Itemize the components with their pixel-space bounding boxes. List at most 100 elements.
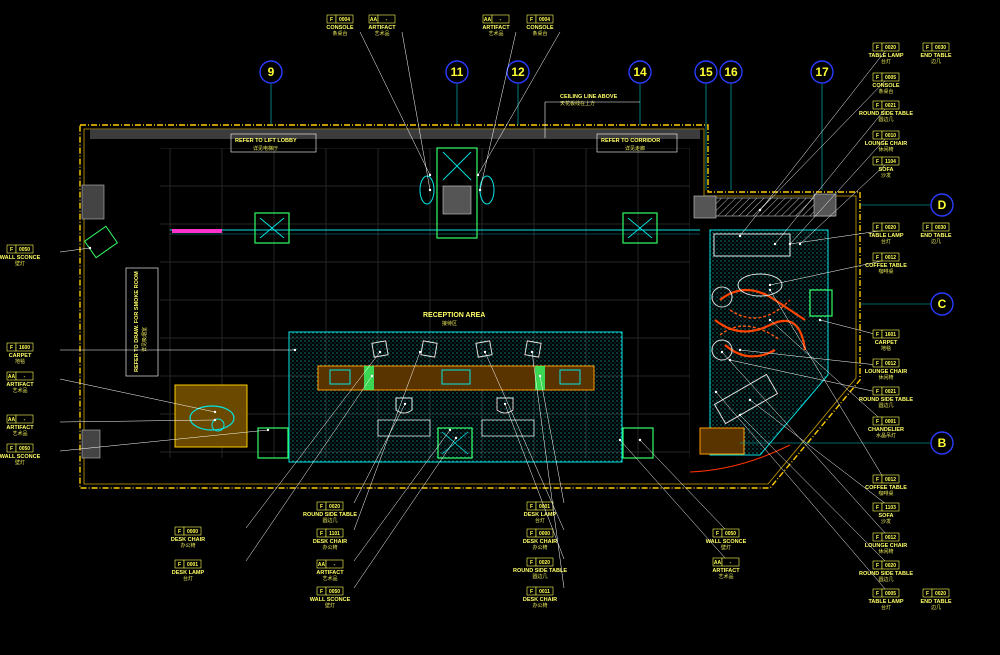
callout-label-cn: 圆边几 bbox=[878, 116, 893, 123]
center-console-core bbox=[442, 185, 472, 215]
grid-col-label: 17 bbox=[815, 65, 829, 79]
grid-row-label: D bbox=[938, 198, 947, 212]
callout-tag-type: F bbox=[876, 563, 879, 569]
lift-lobby-label: REFER TO LIFT LOBBY bbox=[235, 138, 297, 144]
grid-lines bbox=[270, 84, 930, 444]
desk-accent-1 bbox=[364, 366, 374, 390]
leader-line bbox=[504, 403, 565, 560]
callout-label-2: END TABLE bbox=[920, 233, 951, 239]
left-column bbox=[81, 184, 105, 220]
leader-dot bbox=[738, 348, 742, 352]
callout-tag-type: F bbox=[876, 591, 879, 597]
callout-label-cn: 办公椅 bbox=[322, 544, 337, 551]
callout-tag-code: 1101 bbox=[329, 531, 340, 537]
leader-dot bbox=[378, 350, 382, 354]
leader-dot bbox=[714, 390, 718, 394]
leader-line bbox=[477, 31, 561, 176]
callout-tag-code: 0012 bbox=[885, 477, 896, 483]
leader-dot bbox=[768, 288, 772, 292]
leader-line bbox=[749, 399, 887, 505]
callout-label: TABLE LAMP bbox=[868, 53, 903, 59]
leader-dot bbox=[448, 428, 452, 432]
callout-label: DESK CHAIR bbox=[171, 537, 205, 543]
corridor-cn: 详见走廊 bbox=[625, 145, 645, 152]
ceiling-label-cn: 天花板线在上方 bbox=[560, 100, 595, 107]
callout-label: TABLE LAMP bbox=[868, 233, 903, 239]
callout-tag-code: 0020 bbox=[935, 591, 946, 597]
callout-tag-type: F bbox=[876, 535, 879, 541]
callout-label-cn: 艺术品 bbox=[12, 387, 27, 394]
leader-dot bbox=[418, 350, 422, 354]
callout-tag-type: F bbox=[876, 505, 879, 511]
callout-label-cn: 圆边几 bbox=[878, 576, 893, 583]
leader-line bbox=[401, 31, 431, 191]
grid-col-label: 11 bbox=[451, 65, 464, 79]
callout-label: ARTIFACT bbox=[712, 568, 740, 574]
callout-tag-type: F bbox=[320, 589, 323, 595]
leader-dot bbox=[428, 188, 432, 192]
leader-line bbox=[531, 351, 565, 589]
smoke-cn: 详见吸烟室 bbox=[141, 327, 148, 352]
callout-tag-type: F bbox=[716, 531, 719, 537]
callout-tag: AA- bbox=[482, 14, 510, 24]
callout-label-cn: 地毯 bbox=[15, 358, 25, 365]
grid-bubble-col-14: 14 bbox=[628, 60, 652, 84]
grid-bubble-col-12: 12 bbox=[506, 60, 530, 84]
leader-line bbox=[479, 31, 517, 191]
callout-tag-code: 0020 bbox=[885, 45, 896, 51]
callout-tag-code: 0050 bbox=[329, 589, 340, 595]
grid-col-label: 12 bbox=[511, 65, 525, 79]
leader-line bbox=[245, 351, 381, 529]
grid-bubble-col-15: 15 bbox=[694, 60, 718, 84]
callout-label: ARTIFACT bbox=[6, 425, 34, 431]
callout-label-cn: 台灯 bbox=[881, 604, 891, 611]
reception-label: RECEPTION AREA bbox=[423, 312, 485, 319]
callout-label-cn: 休闲椅 bbox=[878, 548, 893, 555]
callout-tag-type: F bbox=[10, 247, 13, 253]
leader-dot bbox=[476, 173, 480, 177]
callout-tag-type: AA bbox=[370, 17, 378, 23]
callout-tag-code: 0020 bbox=[329, 504, 340, 510]
leader-line bbox=[353, 429, 451, 562]
leader-line bbox=[359, 31, 431, 176]
callout-label: CARPET bbox=[9, 353, 32, 359]
callout-tag-code: 0000 bbox=[187, 529, 198, 535]
leader-line bbox=[353, 403, 406, 504]
leader-line bbox=[739, 414, 887, 563]
callout-label-cn: 沙发 bbox=[881, 518, 891, 525]
callout-label-cn: 休闲椅 bbox=[878, 374, 893, 381]
callout-tag-code: 0012 bbox=[885, 535, 896, 541]
callout-label: DESK CHAIR bbox=[523, 597, 557, 603]
callout-tag-code: 0001 bbox=[885, 419, 896, 425]
lounge-curve bbox=[689, 444, 791, 473]
callout-tag-code: - bbox=[24, 374, 26, 380]
callout-tag-type: F bbox=[530, 17, 533, 23]
lounge-chair-1 bbox=[711, 286, 733, 308]
reception-cn: 接待区 bbox=[442, 320, 457, 327]
callout-tag-type: F bbox=[876, 45, 879, 51]
leader-dot bbox=[798, 242, 802, 246]
leader-dot bbox=[213, 410, 217, 414]
leader-dot bbox=[768, 318, 772, 322]
callout-label: TABLE LAMP bbox=[868, 599, 903, 605]
callout-label-cn: 条桌台 bbox=[332, 30, 347, 37]
callout-tag-code: 0050 bbox=[19, 446, 30, 452]
annotation-ceiling: CEILING LINE ABOVE 天花板线在上方 bbox=[544, 94, 640, 138]
callout-label: ARTIFACT bbox=[368, 25, 396, 31]
